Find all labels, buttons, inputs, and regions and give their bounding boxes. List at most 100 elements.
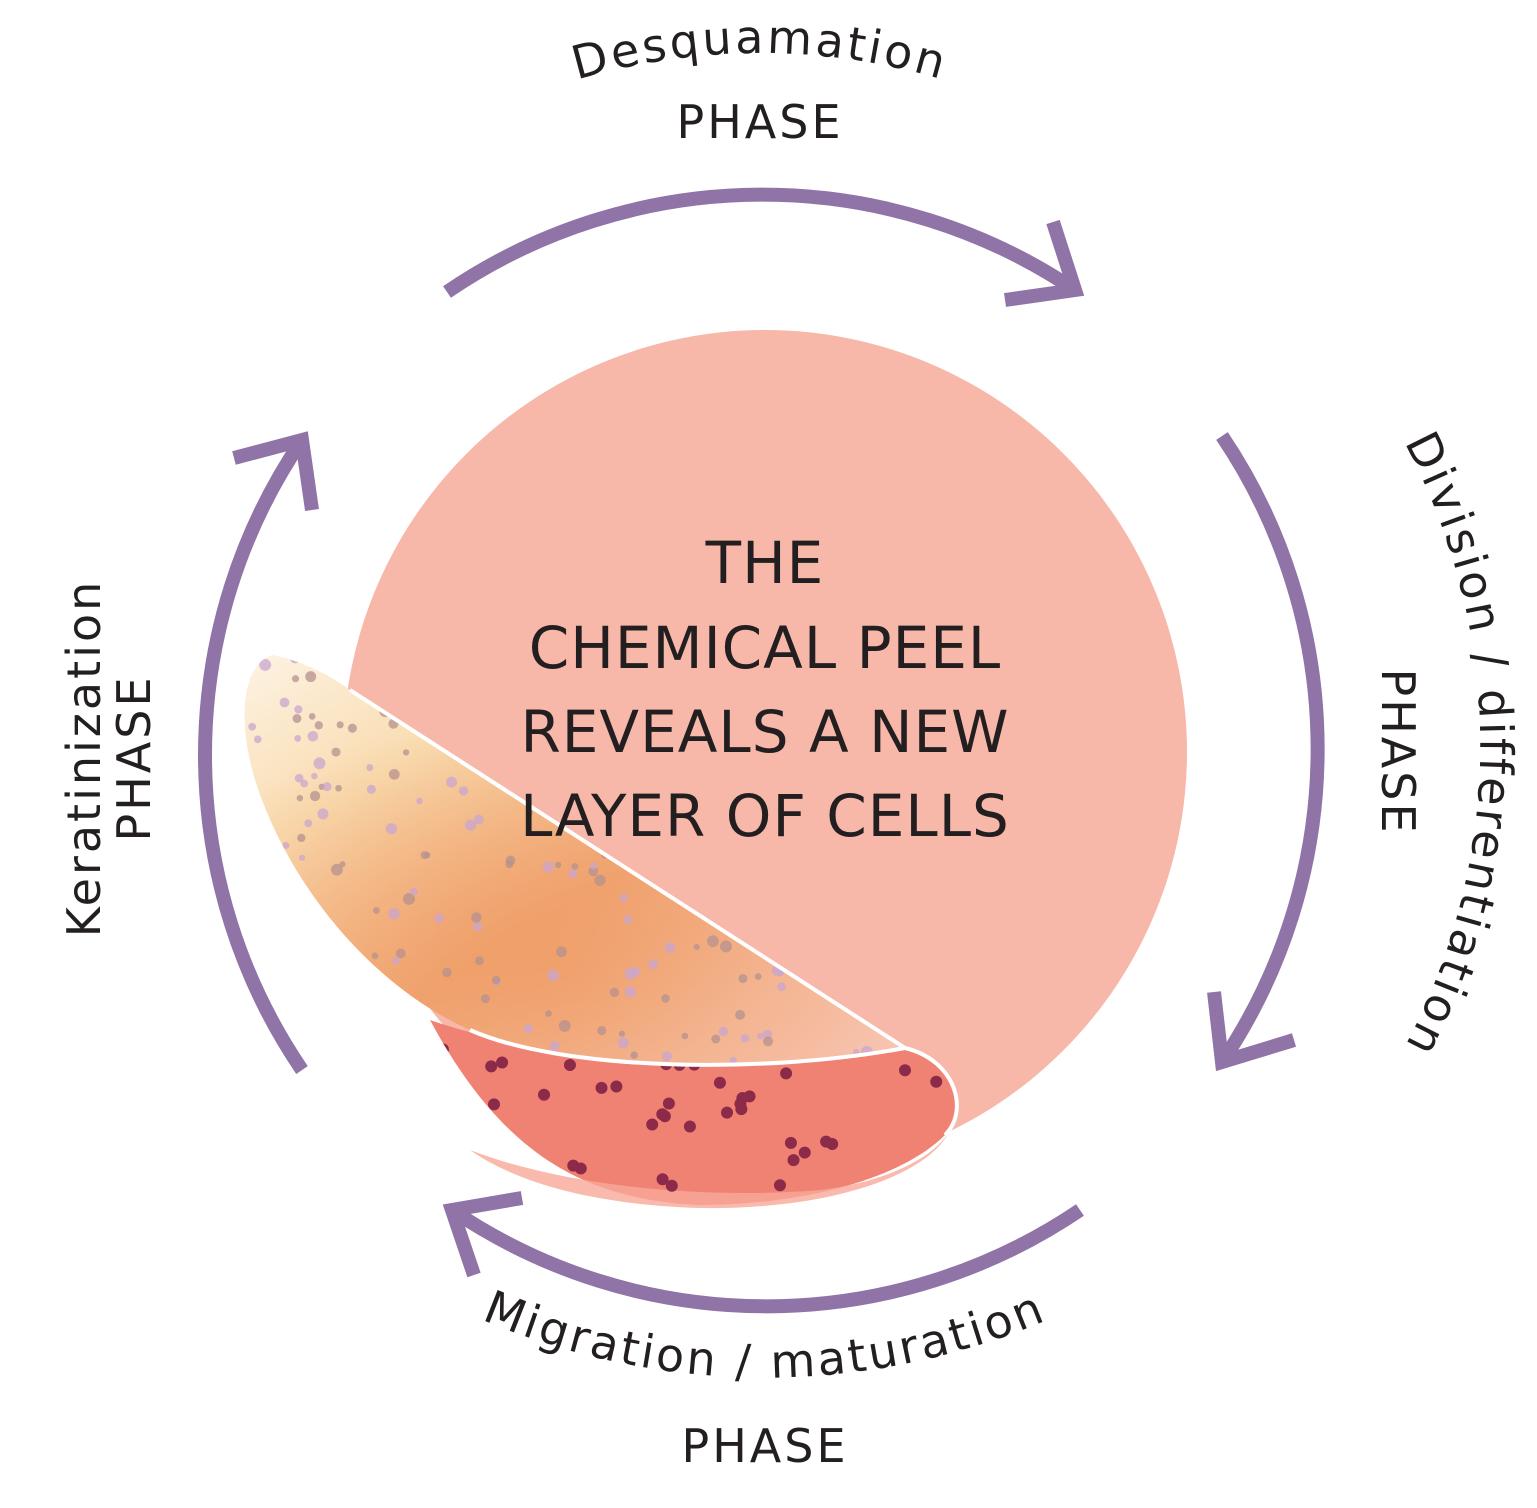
cell-dot bbox=[308, 713, 316, 720]
cell-dot bbox=[255, 897, 265, 907]
cell-dot bbox=[740, 1033, 750, 1043]
cell-dot bbox=[707, 935, 719, 948]
cell-dot bbox=[567, 1159, 580, 1172]
cell-dot bbox=[259, 658, 272, 671]
cell-dot bbox=[330, 863, 343, 876]
cell-dot bbox=[661, 994, 670, 1003]
cell-dot bbox=[364, 976, 376, 987]
cell-dot bbox=[661, 1051, 672, 1062]
cell-dot bbox=[472, 921, 483, 932]
cell-dot bbox=[276, 957, 285, 966]
cell-dot bbox=[304, 1013, 312, 1021]
cell-dot bbox=[624, 986, 637, 998]
cell-dot bbox=[434, 913, 444, 924]
cell-dot bbox=[435, 1043, 445, 1054]
arrow-head-bottom bbox=[442, 1191, 524, 1278]
cell-dot bbox=[491, 975, 501, 985]
cell-dot bbox=[656, 1173, 669, 1186]
cell-dot bbox=[496, 1056, 509, 1069]
cell-dot bbox=[409, 887, 418, 896]
cell-dot bbox=[878, 1197, 891, 1205]
cell-dot bbox=[345, 655, 356, 656]
phase-desquamation-sublabel: PHASE bbox=[676, 95, 843, 149]
cell-dot bbox=[418, 1060, 428, 1065]
cell-dot bbox=[294, 705, 303, 714]
cell-dot bbox=[306, 655, 314, 661]
cell-dot bbox=[245, 656, 254, 664]
cell-dot bbox=[260, 915, 268, 922]
cell-dot bbox=[331, 747, 341, 757]
cell-dot bbox=[301, 953, 310, 962]
phase-keratinization-sublabel: PHASE bbox=[107, 674, 161, 841]
cell-dot bbox=[464, 819, 477, 831]
cell-dot bbox=[565, 1195, 578, 1205]
cell-dot bbox=[403, 892, 415, 905]
cell-dot bbox=[588, 866, 599, 877]
center-title-line-3: REVEALS A NEW bbox=[520, 698, 1009, 766]
cell-dot bbox=[787, 1154, 800, 1167]
new-cell-layer bbox=[430, 1020, 957, 1205]
cell-dot bbox=[465, 1180, 478, 1193]
cell-dot bbox=[292, 714, 302, 723]
cell-dot bbox=[780, 1067, 793, 1080]
cell-dot bbox=[623, 915, 633, 924]
cell-dot bbox=[899, 1064, 912, 1077]
cell-dot bbox=[458, 786, 469, 796]
cell-dot bbox=[594, 874, 606, 886]
cell-dot bbox=[305, 671, 317, 683]
cell-dot bbox=[773, 1179, 786, 1192]
cell-dot bbox=[743, 1090, 756, 1103]
cell-dot bbox=[556, 946, 567, 958]
cell-dot bbox=[395, 948, 406, 959]
cell-dot bbox=[388, 768, 400, 780]
cell-dot bbox=[311, 772, 318, 780]
new-layer-shadow bbox=[470, 1130, 950, 1209]
arrow-keratinization-to-desquamation bbox=[198, 436, 308, 1074]
cell-dot bbox=[549, 1040, 560, 1052]
cell-dot bbox=[798, 1146, 811, 1159]
cell-dot bbox=[294, 735, 302, 742]
cell-dot bbox=[664, 942, 676, 953]
cell-dot bbox=[683, 1120, 696, 1133]
cell-dot bbox=[416, 797, 423, 805]
cell-dot bbox=[915, 1177, 928, 1190]
cell-dot bbox=[665, 1179, 678, 1192]
cell-dot bbox=[526, 810, 533, 817]
cell-dot bbox=[449, 1092, 462, 1105]
cell-dot bbox=[681, 1032, 689, 1040]
cell-dot bbox=[777, 982, 786, 992]
center-title-line-4: LAYER OF CELLS bbox=[520, 782, 1010, 850]
cell-dot bbox=[409, 1008, 419, 1018]
cell-dot bbox=[630, 1051, 638, 1060]
cell-dot bbox=[388, 908, 400, 920]
cell-dot bbox=[547, 969, 560, 982]
cell-dot bbox=[253, 735, 262, 744]
cell-dot bbox=[471, 912, 482, 923]
cell-dot bbox=[475, 956, 484, 966]
cell-dot bbox=[282, 842, 290, 849]
cell-dot bbox=[322, 782, 332, 792]
cell-dot bbox=[436, 1043, 449, 1056]
cell-dot bbox=[729, 1056, 737, 1064]
cell-dot bbox=[721, 1106, 734, 1119]
cell-dot bbox=[366, 784, 376, 794]
phase-desquamation-label: Desquamation bbox=[566, 10, 955, 91]
cell-dot bbox=[336, 721, 344, 729]
cell-dot bbox=[656, 1108, 669, 1121]
cell-dot bbox=[619, 893, 628, 902]
cell-dot bbox=[329, 961, 338, 970]
cell-dot bbox=[299, 893, 308, 902]
cell-dot bbox=[371, 952, 379, 960]
cell-dot bbox=[735, 1103, 748, 1116]
cycle-arrows bbox=[198, 187, 1325, 1314]
cell-dot bbox=[763, 1036, 773, 1047]
cell-dot bbox=[629, 966, 641, 978]
cell-dot bbox=[610, 1080, 623, 1093]
cell-dot bbox=[693, 943, 700, 951]
cell-dot bbox=[348, 993, 358, 1003]
cell-dot bbox=[322, 941, 335, 954]
cell-dot bbox=[294, 908, 306, 920]
cell-dot bbox=[317, 655, 329, 662]
cell-dot bbox=[300, 779, 309, 788]
cell-dot bbox=[617, 1037, 629, 1049]
